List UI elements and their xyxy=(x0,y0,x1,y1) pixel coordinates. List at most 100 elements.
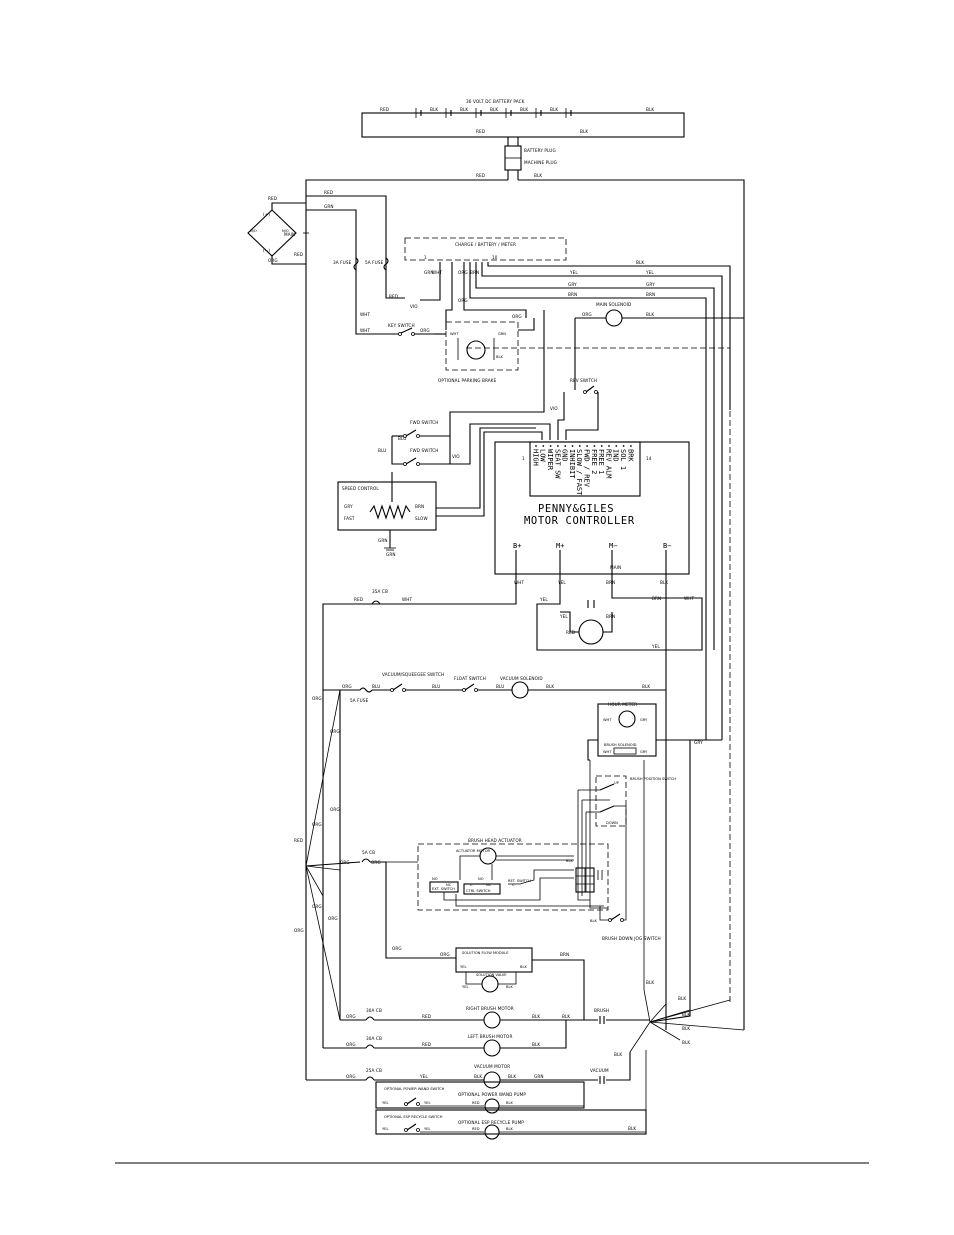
vacuum-solenoid-circuit: ORG 5A FUSE BLU VACUUM/SQUEEGEE SWITCH B… xyxy=(323,672,666,703)
terminal-b-minus: B− xyxy=(663,542,671,550)
wire-label-vio: VIO xyxy=(452,454,460,459)
wire-label-org: ORG xyxy=(582,312,592,317)
wire-label-blk: BLK xyxy=(532,1014,540,1019)
wire-label-red: RED xyxy=(566,630,575,635)
actuator-c-mark-no: NO xyxy=(432,877,438,881)
charger-plus: (+) xyxy=(263,212,270,217)
brush-contactor-label: BRUSH xyxy=(594,1008,609,1013)
actuator-c-mark-nc: NC xyxy=(486,883,492,887)
brush-position-switch: BRUSH POSITION SWITCH UP DOWN xyxy=(577,760,676,909)
actuator-c-mark-c: C xyxy=(470,883,473,887)
meter-pin-right: 10 xyxy=(492,255,498,260)
wire-label-wht: WHT xyxy=(450,332,459,336)
wire-label-blk: BLK xyxy=(546,684,554,689)
controller-pin xyxy=(600,445,603,447)
wire-label-wht: WHT xyxy=(603,750,612,754)
brush-position-up: UP xyxy=(614,781,620,785)
rev-switch-label: REV SWITCH xyxy=(570,378,597,383)
wire-label-brn: BRN xyxy=(415,504,424,509)
wire-label-blk: BLK xyxy=(642,684,650,689)
fwd-switch-label: FWD SWITCH xyxy=(410,448,439,453)
wire-label-gry: GRY xyxy=(694,740,703,745)
wire-label-red: RED xyxy=(472,1127,480,1131)
controller-pin-label: FREE 1 xyxy=(597,449,605,474)
controller-pin xyxy=(571,445,574,447)
wire-label-gry: GRY xyxy=(568,282,577,287)
charger-main-label: MAIN xyxy=(284,232,295,237)
wire-label-grn: GRN xyxy=(534,1074,544,1079)
controller-pin-label: SEAT SW xyxy=(553,449,561,479)
wire-label-yel: YEL xyxy=(382,1101,388,1105)
wire-label-brn: BRN xyxy=(646,292,655,297)
wire-label-wht: WHT xyxy=(432,270,442,275)
wire-label-blk: BLK xyxy=(628,1126,636,1131)
wire-label-org: ORG xyxy=(312,904,322,909)
wire-label-org: ORG xyxy=(340,860,350,865)
wire-label-blk: BLK xyxy=(550,107,558,112)
wire-label-blk: BLK xyxy=(682,1012,690,1017)
wire-label-red: RED xyxy=(422,1042,431,1047)
wire-label-org: ORG xyxy=(328,916,338,921)
speed-control: SPEED CONTROL GRY BRN FAST SLOW GRN GRN xyxy=(337,472,437,557)
charger-bridge: (+) (−) N/O N/O MAIN RED ORG RED xyxy=(247,196,309,265)
wire-label-wht: WHT xyxy=(603,718,612,722)
wire-label-blk: BLK xyxy=(646,980,654,985)
controller-pin-label: REV ALM xyxy=(604,449,612,479)
solution-valve-label: SOLUTION VALVE xyxy=(476,973,507,977)
wire-label-blk: BLK xyxy=(460,107,468,112)
terminal-m-plus: M+ xyxy=(556,542,564,550)
wire-label-wht: WHT xyxy=(684,596,694,601)
wire-label-yel: YEL xyxy=(424,1101,430,1105)
wire-label-org: ORG xyxy=(458,270,468,275)
controller-pin xyxy=(557,445,559,447)
wire-label-yel: YEL xyxy=(462,985,468,989)
wire-label-org: ORG xyxy=(346,1074,356,1079)
fuse-5a-label: 5A FUSE xyxy=(365,260,384,265)
wire-label-org: ORG xyxy=(268,258,278,263)
actuator-c-mark-nc: NC xyxy=(446,883,452,887)
wire-label-blk: BLK xyxy=(614,1052,622,1057)
controller-pin xyxy=(615,445,618,447)
right-harness-fan: BLK BLK BLK BLK BLK BLK xyxy=(614,760,745,1057)
wire-label-blk: BLK xyxy=(646,312,654,317)
wire-label-org: ORG xyxy=(458,298,468,303)
charger-ac2: N/O xyxy=(282,229,289,233)
wire-label-yel: YEL xyxy=(460,965,466,969)
traction-motor: YEL BRN YEL MAIN YEL BRN RED YEL BRN WHT xyxy=(536,550,703,651)
left-brush-motor: 30A CB ORG RED LEFT BRUSH MOTOR BLK xyxy=(323,1020,567,1057)
controller-pin-label: SLOW / FAST xyxy=(575,449,583,496)
wire-label-yel: YEL xyxy=(424,1127,430,1131)
controller-pin-label: SOL 1 xyxy=(619,449,627,470)
wire-label-blk: BLK xyxy=(660,580,668,585)
terminal-b-plus: B+ xyxy=(513,542,521,550)
wire-label-org: ORG xyxy=(440,952,450,957)
controller-pin xyxy=(608,445,610,447)
ext-switch-label: EXT. SWITCH xyxy=(432,887,455,891)
wire-label-red: RED xyxy=(476,129,485,134)
wire-label-blk: BLK xyxy=(580,129,588,134)
wire-label-yel: YEL xyxy=(382,1127,388,1131)
wire-label-yel: YEL xyxy=(645,270,654,275)
controller-pin-label: LOW xyxy=(539,449,547,462)
controller-name-line2: MOTOR CONTROLLER xyxy=(524,515,635,527)
charge-battery-meter: CHARGE / BATTERY / METER 1 10 xyxy=(404,237,567,261)
controller-pin-label: FREE 2 xyxy=(590,449,598,474)
power-wand-switch-label: OPTIONAL POWER WAND SWITCH xyxy=(384,1087,445,1091)
wire-label-org: ORG xyxy=(312,822,322,827)
vacuum-motor-label: VACUUM MOTOR xyxy=(474,1064,510,1069)
machine-plug-label: MACHINE PLUG xyxy=(524,160,557,165)
wire-label-brn: BRN xyxy=(560,952,569,957)
wire-label-yel: YEL xyxy=(539,597,548,602)
wire-label-org: ORG xyxy=(420,328,430,333)
wire-label-red: RED xyxy=(268,196,277,201)
traction-main-label: MAIN xyxy=(610,565,621,570)
power-wand-pump-label: OPTIONAL POWER WAND PUMP xyxy=(458,1092,526,1097)
wire-label-brn: BRN xyxy=(606,580,615,585)
wire-label-org: ORG xyxy=(392,946,402,951)
charge-meter-title: CHARGE / BATTERY / METER xyxy=(455,242,516,247)
left-brush-motor-label: LEFT BRUSH MOTOR xyxy=(468,1034,512,1039)
controller-pin-label: INHIBIT xyxy=(568,449,576,479)
fuse-3a: 3A FUSE xyxy=(333,257,359,271)
wire-label-grn: GRN xyxy=(498,332,506,336)
